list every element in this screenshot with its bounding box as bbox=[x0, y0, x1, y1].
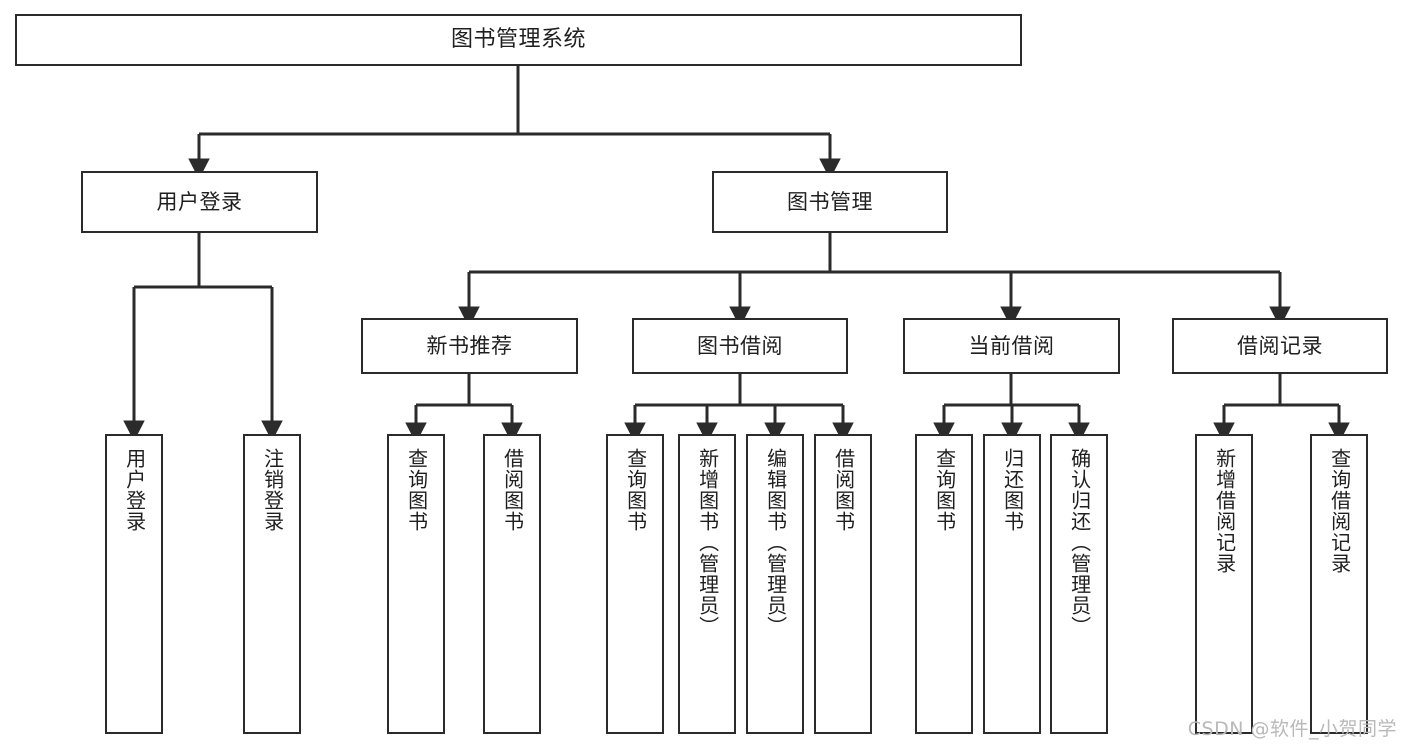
node-root[interactable]: 图书管理系统 bbox=[15, 14, 1022, 66]
node-leaf-borrow-book-1-label: 借阅图书 bbox=[500, 448, 525, 532]
node-leaf-query-book-1-label: 查询图书 bbox=[404, 448, 429, 532]
node-root-label: 图书管理系统 bbox=[450, 27, 586, 53]
node-leaf-borrow-book-2-label: 借阅图书 bbox=[831, 448, 856, 532]
node-leaf-query-book-3-label: 查询图书 bbox=[932, 448, 957, 532]
node-book-borrow[interactable]: 图书借阅 bbox=[632, 318, 848, 374]
node-leaf-borrow-book-1[interactable]: 借阅图书 bbox=[483, 434, 541, 734]
node-borrow-record[interactable]: 借阅记录 bbox=[1172, 318, 1388, 374]
node-new-book-recommend[interactable]: 新书推荐 bbox=[361, 318, 578, 374]
node-leaf-confirm-return[interactable]: 确认归还（管理员） bbox=[1050, 434, 1108, 734]
node-leaf-logout[interactable]: 注销登录 bbox=[243, 434, 301, 734]
node-leaf-return-book[interactable]: 归还图书 bbox=[983, 434, 1041, 734]
node-borrow-record-label: 借阅记录 bbox=[1237, 333, 1323, 358]
node-leaf-user-login-label: 用户登录 bbox=[122, 448, 147, 532]
node-leaf-add-record[interactable]: 新增借阅记录 bbox=[1195, 434, 1253, 734]
node-leaf-add-book[interactable]: 新增图书（管理员） bbox=[678, 434, 736, 734]
node-book-manage[interactable]: 图书管理 bbox=[712, 171, 948, 233]
node-user-login-label: 用户登录 bbox=[156, 189, 243, 214]
node-leaf-query-book-3[interactable]: 查询图书 bbox=[915, 434, 973, 734]
node-leaf-logout-label: 注销登录 bbox=[260, 448, 285, 532]
node-leaf-user-login[interactable]: 用户登录 bbox=[105, 434, 163, 734]
node-leaf-edit-book[interactable]: 编辑图书（管理员） bbox=[746, 434, 804, 734]
node-leaf-query-record[interactable]: 查询借阅记录 bbox=[1310, 434, 1368, 734]
node-book-borrow-label: 图书借阅 bbox=[697, 333, 783, 358]
node-book-manage-label: 图书管理 bbox=[787, 189, 873, 214]
node-leaf-confirm-return-label: 确认归还（管理员） bbox=[1067, 448, 1092, 637]
node-leaf-add-record-label: 新增借阅记录 bbox=[1212, 448, 1237, 574]
node-leaf-query-book-2-label: 查询图书 bbox=[623, 448, 648, 532]
node-leaf-query-book-2[interactable]: 查询图书 bbox=[606, 434, 664, 734]
node-leaf-edit-book-label: 编辑图书（管理员） bbox=[763, 448, 788, 637]
node-current-borrow-label: 当前借阅 bbox=[968, 333, 1055, 358]
node-leaf-query-record-label: 查询借阅记录 bbox=[1327, 448, 1352, 574]
node-leaf-query-book-1[interactable]: 查询图书 bbox=[387, 434, 445, 734]
node-leaf-add-book-label: 新增图书（管理员） bbox=[695, 448, 720, 637]
node-new-book-recommend-label: 新书推荐 bbox=[426, 333, 513, 358]
node-leaf-return-book-label: 归还图书 bbox=[1000, 448, 1025, 532]
node-user-login[interactable]: 用户登录 bbox=[81, 171, 318, 233]
watermark: CSDN @软件_小贺同学 bbox=[1187, 718, 1397, 740]
node-current-borrow[interactable]: 当前借阅 bbox=[903, 318, 1120, 374]
node-leaf-borrow-book-2[interactable]: 借阅图书 bbox=[814, 434, 872, 734]
